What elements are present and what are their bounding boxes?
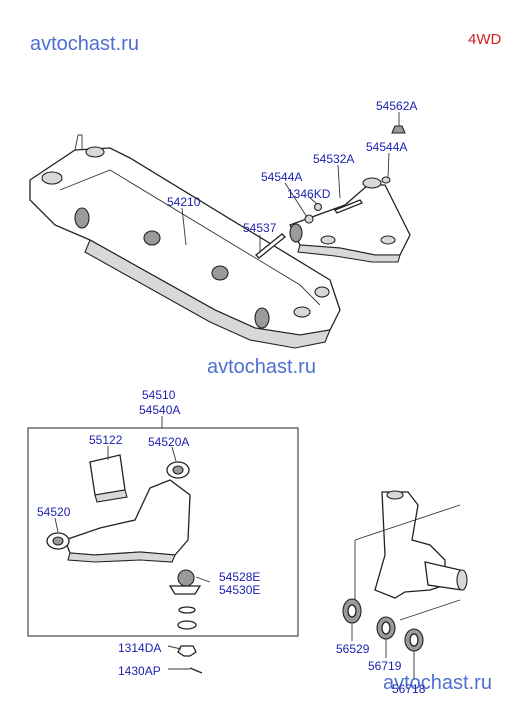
lower-arm-assembly [46,454,203,674]
label-54510: 54510 [142,388,176,402]
lower-arm-box [27,427,299,637]
label-55122: 55122 [89,433,123,447]
label-54532a: 54532A [313,152,355,166]
watermark-middle: avtochast.ru [207,356,316,378]
label-54540a: 54540A [139,403,181,417]
watermark-top: avtochast.ru [30,33,139,55]
label-54544a-right: 54544A [366,140,408,154]
label-54544a-left: 54544A [261,170,303,184]
crossmember-54210 [29,134,341,349]
label-54520a: 54520A [148,435,190,449]
steering-knuckle-assembly [342,490,468,652]
label-1430ap: 1430AP [118,664,161,678]
label-54520: 54520 [37,505,71,519]
leader-lines [54,112,415,680]
label-1346kd: 1346KD [287,187,331,201]
label-56719: 56719 [368,659,402,673]
label-54528e: 54528E [219,570,261,584]
variant-tag: 4WD [468,31,502,48]
label-54562a: 54562A [376,99,418,113]
label-54537: 54537 [243,221,277,235]
label-56718: 56718 [392,682,426,696]
watermark-bottom: avtochast.ru [383,672,492,694]
label-1314da: 1314DA [118,641,162,655]
label-54210: 54210 [167,195,201,209]
label-54530e: 54530E [219,583,261,597]
label-56529: 56529 [336,642,370,656]
upper-arm-assembly [255,125,411,263]
